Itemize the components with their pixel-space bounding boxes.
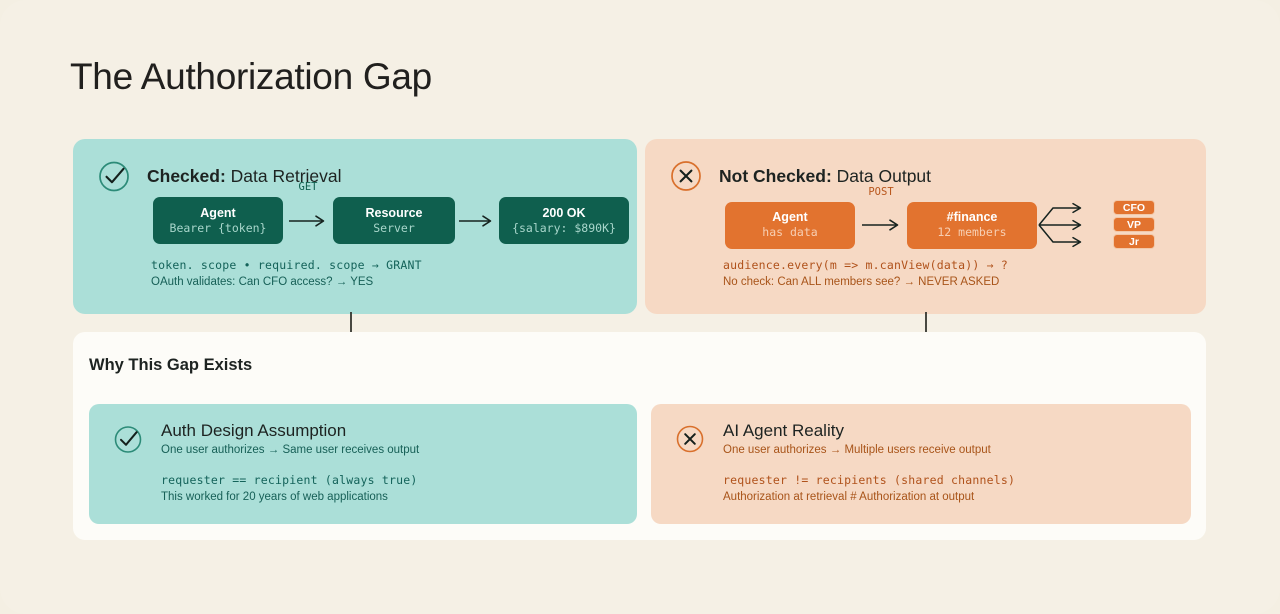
node-title: Agent <box>200 205 236 220</box>
fanout-recipients: CFO VP Jr <box>1037 197 1155 253</box>
card-ai-agent-reality: AI Agent Reality One user authorizes → M… <box>651 404 1191 524</box>
panel-title: Not Checked: Data Output <box>719 166 931 187</box>
panel-checked-data-retrieval: Checked: Data Retrieval Agent Bearer {to… <box>73 139 637 314</box>
connector-get: GET <box>283 181 333 244</box>
retrieval-annotations: token. scope • required. scope → GRANT O… <box>151 257 422 291</box>
card-subheading: One user authorizes → Same user receives… <box>161 444 420 456</box>
check-circle-icon <box>95 157 133 195</box>
card-heading: AI Agent Reality <box>723 421 844 440</box>
node-agent[interactable]: Agent has data <box>725 201 855 249</box>
node-agent[interactable]: Agent Bearer {token} <box>153 197 283 244</box>
node-title: Resource <box>365 205 423 220</box>
section-heading: Why This Gap Exists <box>89 356 253 374</box>
fanout-arrows-icon <box>1038 202 1082 248</box>
panel-title-rest: Data Output <box>831 165 932 186</box>
card-subheading: One user authorizes → Multiple users rec… <box>723 444 991 456</box>
note-line: OAuth validates: Can CFO access? → YES <box>151 276 374 288</box>
panel-title-bold: Checked: <box>147 165 226 186</box>
flow-retrieval: Agent Bearer {token} GET Resource Server <box>153 181 629 244</box>
connector-plain <box>455 197 499 244</box>
node-finance-channel[interactable]: #finance 12 members <box>907 201 1037 249</box>
note-line: No check: Can ALL members see? → NEVER A… <box>723 276 1000 288</box>
node-subtitle: Server <box>373 220 415 235</box>
note-line: This worked for 20 years of web applicat… <box>161 491 388 503</box>
card-header: Auth Design Assumption One user authoriz… <box>111 420 419 459</box>
panel-title-rest: Data Retrieval <box>225 165 342 186</box>
code-line: requester != recipients (shared channels… <box>723 473 1016 487</box>
card-annotations: requester != recipients (shared channels… <box>723 472 1015 506</box>
card-text-block: AI Agent Reality One user authorizes → M… <box>723 420 991 459</box>
node-subtitle: {salary: $890K} <box>512 220 616 235</box>
card-annotations: requester == recipient (always true) Thi… <box>161 472 417 506</box>
recipient-chip-vp[interactable]: VP <box>1113 217 1155 232</box>
output-annotations: audience.every(m => m.canView(data)) → ?… <box>723 257 1008 291</box>
connector-label: POST <box>868 185 894 198</box>
card-header: AI Agent Reality One user authorizes → M… <box>673 420 991 459</box>
code-line: token. scope • required. scope → GRANT <box>151 258 422 272</box>
check-circle-icon <box>111 422 145 456</box>
node-subtitle: has data <box>762 225 818 239</box>
card-auth-design-assumption: Auth Design Assumption One user authoriz… <box>89 404 637 524</box>
why-this-gap-card: Why This Gap Exists Auth Design Assumpti… <box>73 332 1206 540</box>
panel-title-bold: Not Checked: <box>719 165 832 186</box>
node-200-ok[interactable]: 200 OK {salary: $890K} <box>499 197 629 244</box>
flow-output: Agent has data POST #finance 12 members <box>725 186 1155 253</box>
code-line: audience.every(m => m.canView(data)) → ? <box>723 258 1008 272</box>
page-title: The Authorization Gap <box>70 56 432 97</box>
panel-header: Not Checked: Data Output <box>667 157 931 195</box>
code-line: requester == recipient (always true) <box>161 473 418 487</box>
card-heading: Auth Design Assumption <box>161 421 347 440</box>
recipient-chip-cfo[interactable]: CFO <box>1113 200 1155 215</box>
note-line: Authorization at retrieval # Authorizati… <box>723 491 975 503</box>
node-subtitle: 12 members <box>937 225 1007 239</box>
connector-post: POST <box>855 186 907 249</box>
panel-not-checked-data-output: Not Checked: Data Output Agent has data … <box>645 139 1206 314</box>
x-circle-icon <box>673 422 707 456</box>
x-circle-icon <box>667 157 705 195</box>
panel-header: Checked: Data Retrieval <box>95 157 342 195</box>
node-title: Agent <box>772 210 808 224</box>
node-title: 200 OK <box>542 205 586 220</box>
node-subtitle: Bearer {token} <box>169 220 267 235</box>
panel-title: Checked: Data Retrieval <box>147 166 342 187</box>
node-title: #finance <box>946 210 998 224</box>
recipient-chip-jr[interactable]: Jr <box>1113 234 1155 249</box>
connector-label: GET <box>298 181 318 193</box>
node-resource-server[interactable]: Resource Server <box>333 197 455 244</box>
card-text-block: Auth Design Assumption One user authoriz… <box>161 420 419 459</box>
